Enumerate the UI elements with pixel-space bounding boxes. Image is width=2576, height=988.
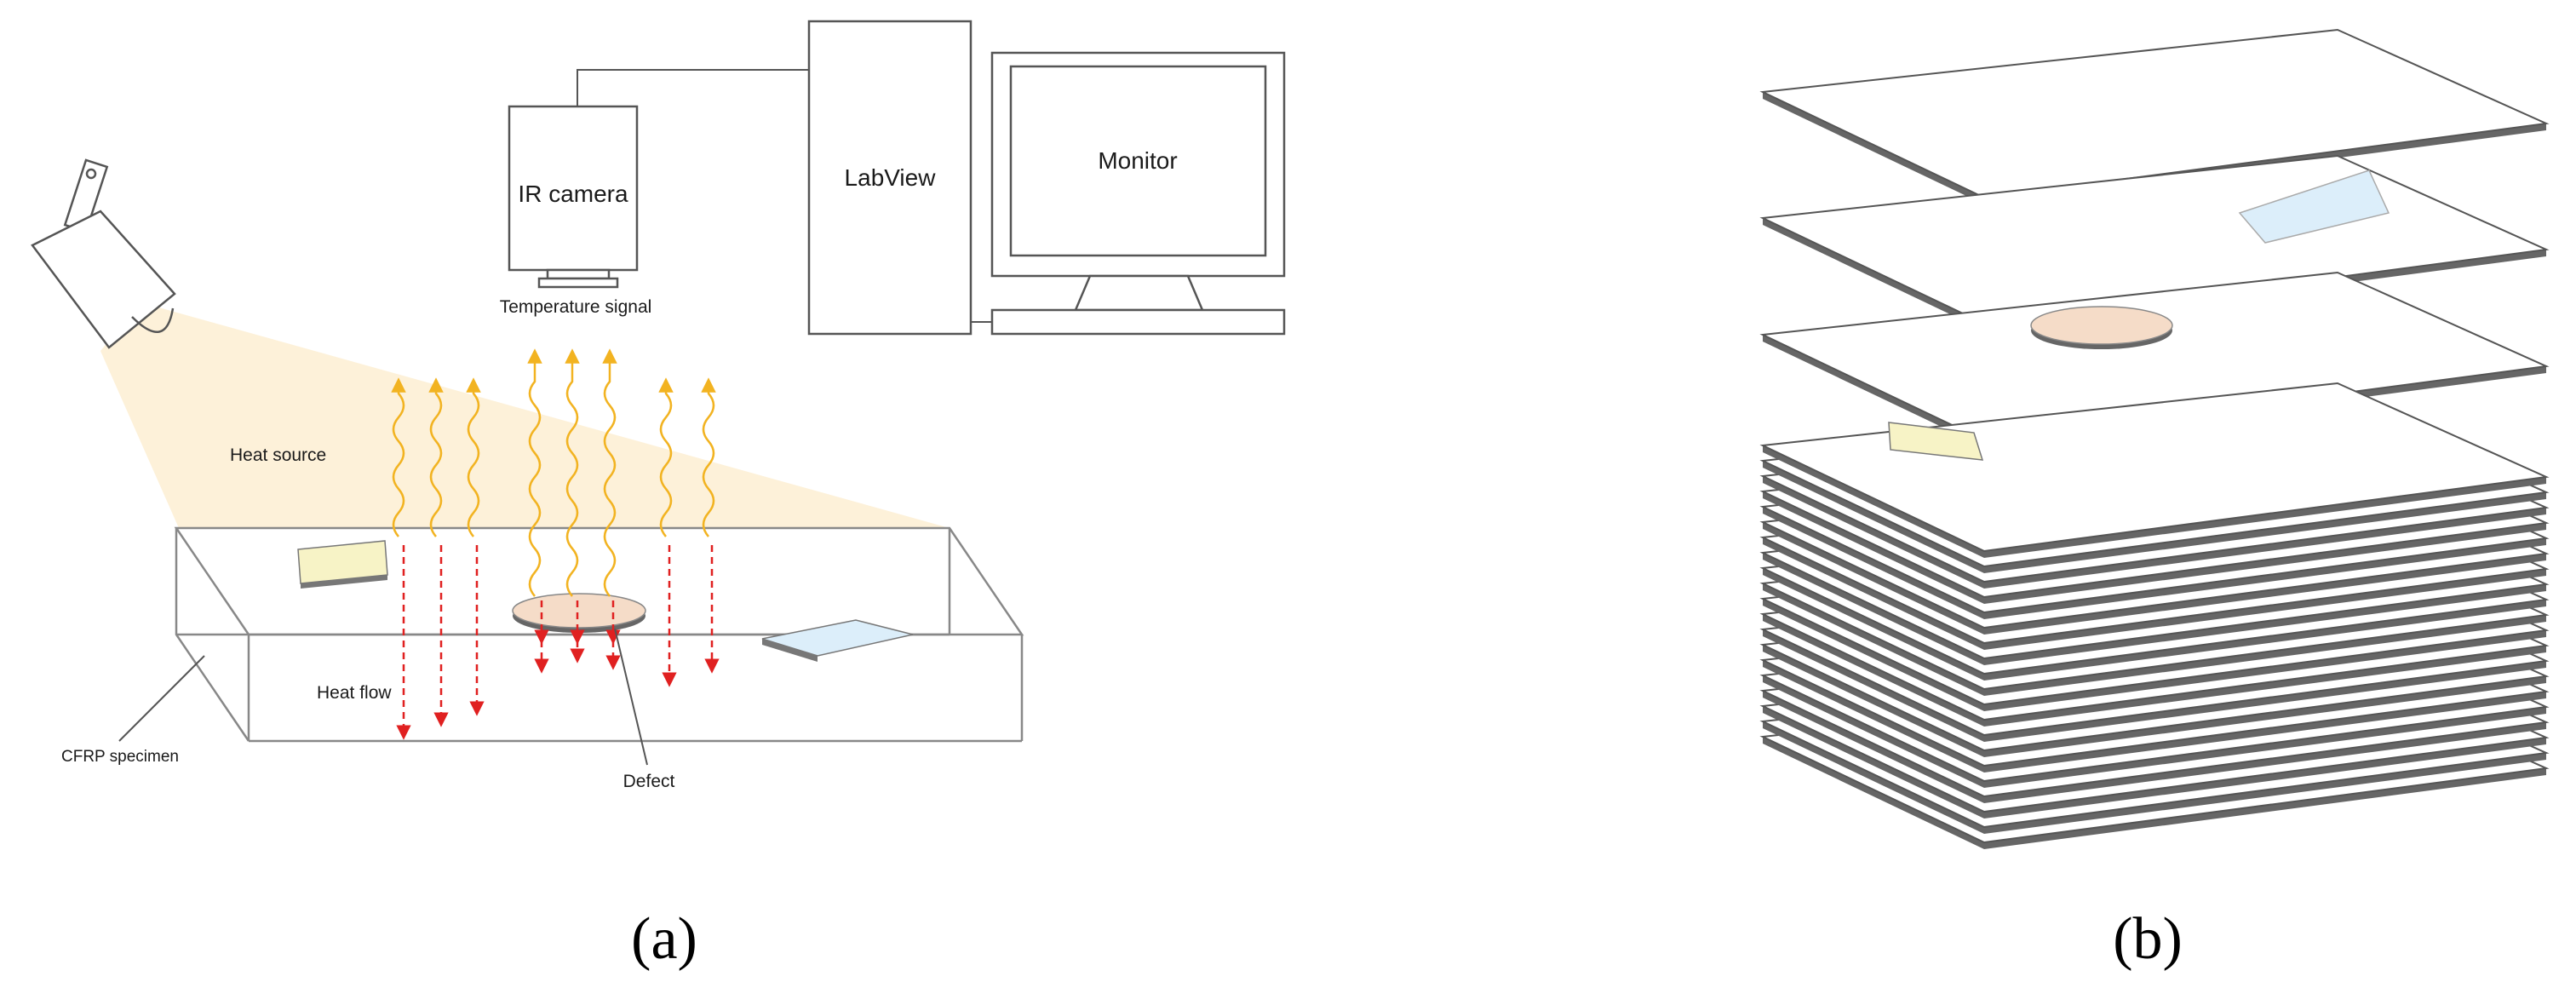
- label-labview: LabView: [845, 164, 937, 191]
- camera-cable: [577, 69, 809, 106]
- leader-defect: [614, 628, 648, 766]
- caption-b: (b): [2113, 906, 2183, 972]
- ir-camera-icon: [508, 105, 639, 289]
- cfrp-specimen-box: [174, 526, 1024, 743]
- stack-ply-3-edge: [1763, 476, 2546, 589]
- heat-lamp-icon: [31, 158, 176, 349]
- stack-ply-9-edge: [1763, 568, 2546, 681]
- stack-ply-8-edge: [1763, 553, 2546, 665]
- heat-wave-arrows: [391, 348, 716, 597]
- caption-a: (a): [631, 906, 697, 972]
- label-cfrp-specimen: CFRP specimen: [61, 748, 179, 766]
- stack-ply-1: [1759, 382, 2550, 558]
- heat-beam: [100, 302, 950, 528]
- stack-ply-17-edge: [1763, 691, 2546, 803]
- stack-ply-10-edge: [1763, 583, 2546, 696]
- loose-plies: [1759, 28, 2550, 447]
- loose-ply-3-top: [1759, 271, 2550, 442]
- panel-b: (b): [1759, 28, 2550, 972]
- stack-ply-14-edge: [1763, 645, 2546, 757]
- label-temperature-signal: Temperature signal: [500, 297, 652, 317]
- defect-disc: [512, 593, 646, 633]
- blue-insert: [761, 619, 914, 662]
- stack-ply-18-edge: [1763, 706, 2546, 819]
- stack-ply-12-edge: [1763, 614, 2546, 727]
- yellow-insert-b: [1888, 422, 1984, 461]
- stack-ply-1-edge: [1763, 445, 2546, 558]
- leader-cfrp: [118, 655, 205, 742]
- defect-disc-b: [2030, 306, 2173, 349]
- label-heat-source: Heat source: [230, 445, 326, 465]
- monitor-icon: [990, 51, 1286, 312]
- stack-ply-13-edge: [1763, 629, 2546, 742]
- stack-ply-4-edge: [1763, 491, 2546, 604]
- stack-ply-15-edge: [1763, 660, 2546, 773]
- stack-ply-7-edge: [1763, 537, 2546, 650]
- stack-ply-1-top: [1759, 382, 2550, 553]
- stack-ply-11-edge: [1763, 599, 2546, 711]
- panel-a: IR camera LabView Monitor Temperature si…: [31, 20, 1286, 972]
- keyboard-icon: [990, 308, 1286, 336]
- label-ir-camera: IR camera: [518, 181, 628, 207]
- stack-ply-2-edge: [1763, 461, 2546, 573]
- stack-ply-20-edge: [1763, 737, 2546, 849]
- ply-stack: [1759, 382, 2550, 849]
- label-heat-flow: Heat flow: [317, 683, 392, 703]
- blue-insert-b: [2238, 169, 2390, 244]
- stack-ply-6-edge: [1763, 522, 2546, 635]
- heat-flow-arrows: [396, 545, 720, 740]
- yellow-insert: [297, 540, 388, 589]
- computer-tower-icon: [807, 20, 972, 336]
- loose-ply-1-top: [1759, 28, 2550, 199]
- stack-ply-19-edge: [1763, 721, 2546, 834]
- label-defect: Defect: [623, 772, 675, 791]
- stack-ply-16-edge: [1763, 675, 2546, 788]
- stack-ply-5-edge: [1763, 507, 2546, 619]
- label-monitor: Monitor: [1098, 147, 1177, 174]
